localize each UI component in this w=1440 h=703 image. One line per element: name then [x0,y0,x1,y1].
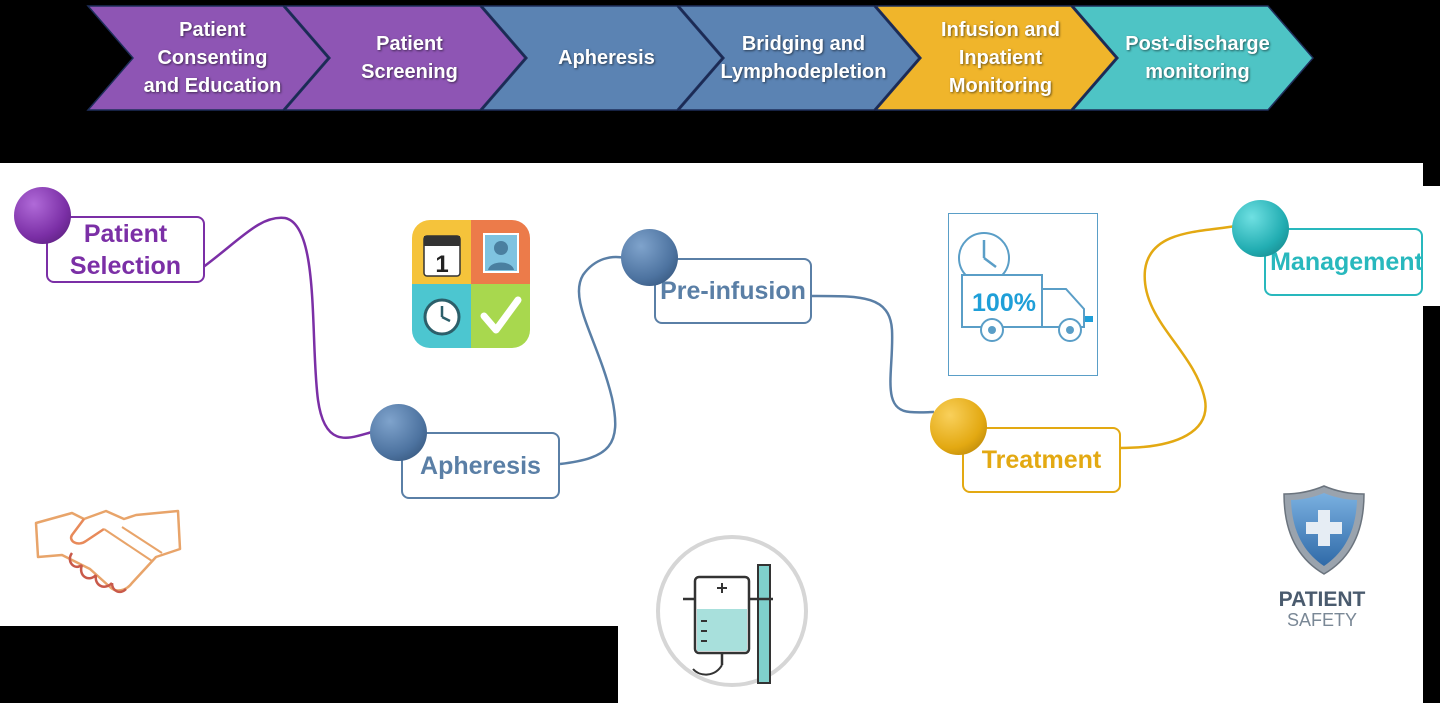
node-dot-patient-selection [14,187,71,244]
node-dot-apheresis [370,404,427,461]
connector-apheresis-preinfusion [559,255,626,466]
calendar-clock-icon: 1 [412,220,530,348]
process-chevron-3 [480,5,723,111]
process-chevron-4 [677,5,920,111]
process-chevron-5 [874,5,1117,111]
node-label-management: Management [1264,228,1423,296]
node-dot-pre-infusion [621,229,678,286]
iv-drip-icon [656,535,808,687]
truck-percent: 100% [972,289,1036,317]
node-dot-treatment [930,398,987,455]
process-chevron-2 [283,5,526,111]
node-label-apheresis: Apheresis [401,432,560,499]
process-step-label-3: Apheresis [558,47,655,69]
process-step-label-5: Infusion and Inpatient Monitoring [941,19,1060,97]
node-label-patient-selection: Patient Selection [46,216,205,283]
delivery-truck-icon: 100% [948,213,1098,376]
node-label-pre-infusion: Pre-infusion [654,258,812,324]
node-label-treatment: Treatment [962,427,1121,493]
connector-selection-apheresis [201,216,373,439]
process-step-label-1: Patient Consenting and Education [143,19,282,97]
patient-safety-title: PATIENT [1278,588,1366,611]
handshake-icon [34,509,182,594]
process-step-label-6: Post-discharge monitoring [1125,33,1270,83]
content-panel-right [1423,186,1440,306]
process-step-label-2: Patient Screening [361,33,458,83]
process-step-label-4: Bridging and Lymphodepletion [720,33,887,83]
process-chevron-bar [86,5,1314,111]
connector-treatment-management [1119,224,1237,450]
patient-safety-subtitle: SAFETY [1286,610,1357,630]
process-chevron-1 [86,5,329,111]
patient-safety-shield-icon [1283,485,1365,575]
process-chevron-6 [1071,5,1314,111]
calendar-day: 1 [435,251,448,278]
node-dot-management [1232,200,1289,257]
connector-preinfusion-treatment [811,294,935,414]
